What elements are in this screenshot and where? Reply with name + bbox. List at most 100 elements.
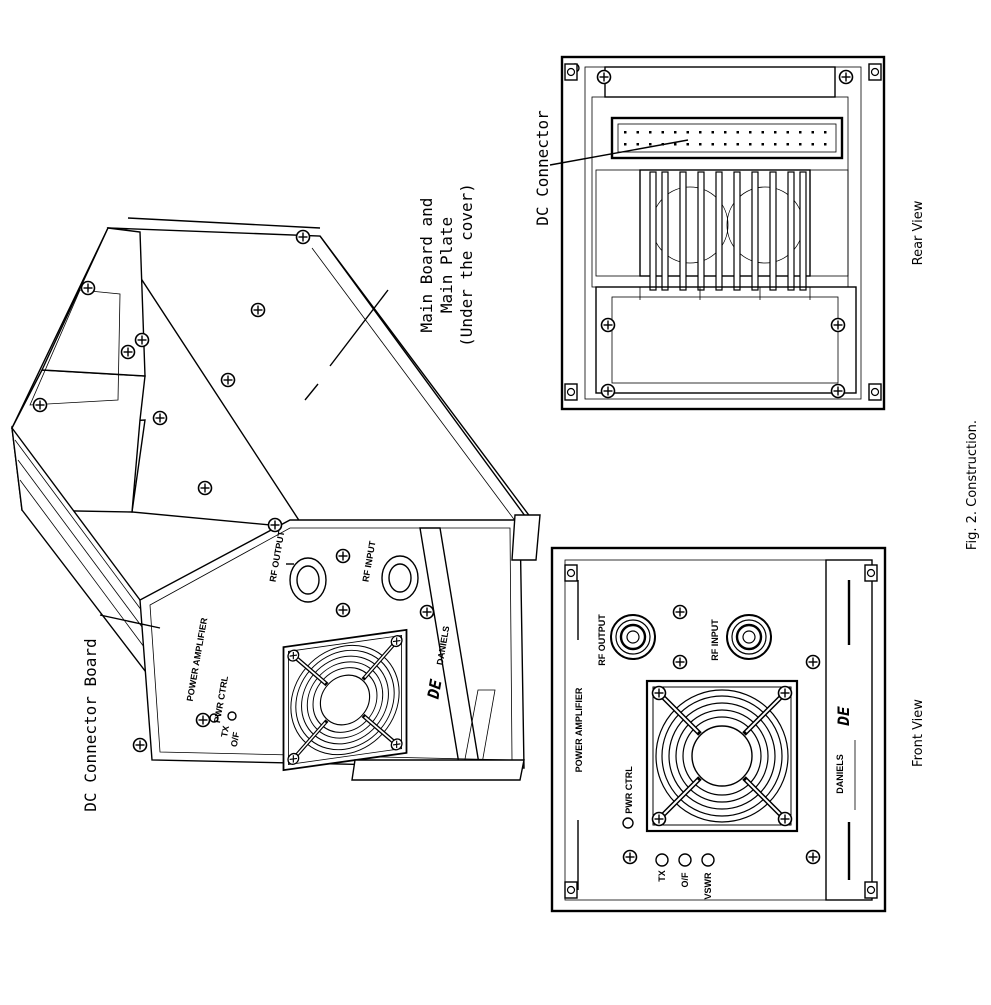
front-pwr-ctrl: PWR CTRL [624, 766, 634, 814]
connector-pin [799, 131, 802, 134]
front-vswr: VSWR [703, 872, 713, 900]
heat-sink-fin [698, 172, 704, 290]
heat-sink-fin [734, 172, 740, 290]
leader-dc-connector [550, 140, 688, 165]
screw-icon [222, 374, 235, 387]
connector-pin [774, 131, 777, 134]
screw-icon [252, 304, 265, 317]
connector-pin [724, 131, 727, 134]
rf-connector-icon [611, 615, 655, 659]
screw-icon [82, 282, 95, 295]
screw-icon [197, 714, 210, 727]
heat-sink-fin [716, 172, 722, 290]
front-power-amplifier: POWER AMPLIFIER [574, 687, 584, 772]
fan-icon [284, 630, 407, 770]
screw-icon [565, 384, 577, 400]
connector-pin [724, 143, 727, 146]
led-icon [679, 854, 691, 866]
front-logo: DE [834, 706, 853, 727]
connector-pin [824, 131, 827, 134]
connector-pin [737, 143, 740, 146]
fan-icon [647, 681, 797, 831]
screw-icon [337, 550, 350, 563]
label-main-board-line2: Main Plate [437, 217, 456, 313]
connector-pin [774, 143, 777, 146]
screw-icon [807, 851, 820, 864]
label-front-view: Front View [911, 699, 926, 767]
connector-pin [699, 131, 702, 134]
connector-pin [687, 131, 690, 134]
screw-icon [565, 64, 577, 80]
connector-pin [812, 131, 815, 134]
connector-pin [649, 131, 652, 134]
iso-tx: TX [219, 725, 231, 738]
dc-connector-pins [624, 131, 827, 146]
connector-pin [812, 143, 815, 146]
connector-pin [674, 131, 677, 134]
screw-icon [807, 656, 820, 669]
connector-pin [624, 131, 627, 134]
connector-pin [687, 143, 690, 146]
connector-pin [649, 143, 652, 146]
iso-logo: DE [423, 678, 445, 702]
rear-view [562, 57, 884, 409]
screw-icon [565, 565, 577, 581]
label-main-board-line1: Main Board and [417, 198, 436, 333]
screw-icon [602, 385, 615, 398]
connector-pin [749, 131, 752, 134]
screw-icon [34, 399, 47, 412]
connector-pin [712, 131, 715, 134]
led-icon [656, 854, 668, 866]
screw-icon [269, 519, 282, 532]
heat-sink-fin [680, 172, 686, 290]
connector-pin [787, 131, 790, 134]
screw-icon [832, 319, 845, 332]
front-of: O/F [680, 872, 690, 888]
connector-pin [762, 131, 765, 134]
screw-icon [832, 385, 845, 398]
front-tx: TX [657, 870, 667, 882]
connector-pin [787, 143, 790, 146]
label-main-board-line3: (Under the cover) [457, 183, 476, 347]
label-dc-connector-board: DC Connector Board [81, 638, 100, 811]
front-view: DE DANIELS POWER AMPLIFIER RF OUTPUT RF … [552, 548, 885, 911]
screw-icon [136, 334, 149, 347]
connector-pin [674, 143, 677, 146]
connector-pin [749, 143, 752, 146]
heat-sink-fins [650, 172, 806, 290]
led-icon [702, 854, 714, 866]
screw-icon [154, 412, 167, 425]
led-icon [623, 818, 633, 828]
connector-pin [799, 143, 802, 146]
rf-connector-icon [727, 615, 771, 659]
screw-icon [134, 739, 147, 752]
screw-icon [869, 64, 881, 80]
connector-pin [699, 143, 702, 146]
connector-pin [662, 131, 665, 134]
connector-pin [637, 143, 640, 146]
screw-icon [602, 319, 615, 332]
screw-icon [869, 384, 881, 400]
screw-icon [840, 71, 853, 84]
screw-icon [865, 565, 877, 581]
heat-sink-fin [662, 172, 668, 290]
connector-pin [762, 143, 765, 146]
isometric-view: DE DANIELS RF OUTPUT RF INPUT POWER AMPL… [12, 140, 688, 780]
screw-icon [421, 606, 434, 619]
connector-pin [737, 131, 740, 134]
front-brand: DANIELS [835, 754, 845, 794]
screw-icon [865, 882, 877, 898]
screw-icon [337, 604, 350, 617]
screw-icon [624, 851, 637, 864]
front-rf-input: RF INPUT [710, 619, 720, 661]
screw-icon [598, 71, 611, 84]
screw-icon [674, 656, 687, 669]
screw-icon [674, 606, 687, 619]
heat-sink-fin [752, 172, 758, 290]
connector-pin [624, 143, 627, 146]
label-dc-connector: DC Connector [533, 110, 552, 226]
heat-sink-fin [650, 172, 656, 290]
figure-caption: Fig. 2. Construction. [965, 420, 980, 550]
connector-pin [824, 143, 827, 146]
